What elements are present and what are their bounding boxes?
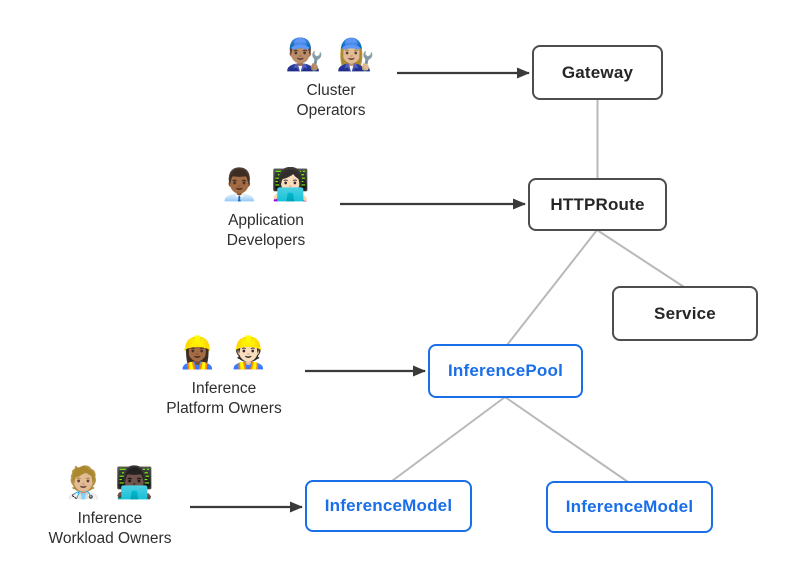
node-service-label: Service (654, 303, 716, 323)
edge-httproute-inferencepool (506, 229, 598, 346)
node-gateway: Gateway (532, 45, 663, 100)
actor-inference-workload-owners: 🧑🏼‍⚕️ 👨🏿‍💻 Inference Workload Owners (20, 464, 200, 549)
actor-inference-platform-owners-label: Inference Platform Owners (166, 380, 282, 418)
edge-inferencepool-inferencemodel-1 (391, 396, 506, 482)
node-inferencemodel-right: InferenceModel (546, 481, 713, 533)
node-inferencepool: InferencePool (428, 344, 583, 398)
node-httproute: HTTPRoute (528, 178, 667, 231)
health-worker-and-technologist-emoji-icon: 🧑🏼‍⚕️ 👨🏿‍💻 (64, 465, 156, 500)
actor-cluster-operators: 👨🏽‍🔧 👩🏼‍🔧 Cluster Operators (251, 36, 411, 121)
node-inferencepool-label: InferencePool (447, 361, 564, 380)
mechanics-emoji-icon: 👨🏽‍🔧 👩🏼‍🔧 (285, 37, 377, 72)
node-httproute-label: HTTPRoute (550, 194, 645, 214)
node-inferencemodel-left: InferenceModel (305, 480, 472, 532)
edge-inferencepool-inferencemodel-2 (504, 396, 629, 483)
actor-inference-platform-owners: 👷🏾‍♀️ 👷🏻 Inference Platform Owners (134, 334, 314, 419)
node-service: Service (612, 286, 758, 341)
actor-inference-workload-owners-label: Inference Workload Owners (48, 510, 172, 548)
node-inferencemodel-right-label: InferenceModel (565, 497, 694, 516)
construction-workers-emoji-icon: 👷🏾‍♀️ 👷🏻 (178, 335, 270, 370)
office-worker-and-technologist-emoji-icon: 👨🏾‍💼 👩🏻‍💻 (220, 167, 312, 202)
node-inferencemodel-left-label: InferenceModel (324, 496, 453, 515)
actor-application-developers: 👨🏾‍💼 👩🏻‍💻 Application Developers (186, 166, 346, 251)
edge-httproute-service (596, 229, 685, 288)
actor-cluster-operators-label: Cluster Operators (296, 82, 366, 120)
actor-application-developers-label: Application Developers (226, 212, 306, 250)
node-gateway-label: Gateway (561, 62, 634, 82)
